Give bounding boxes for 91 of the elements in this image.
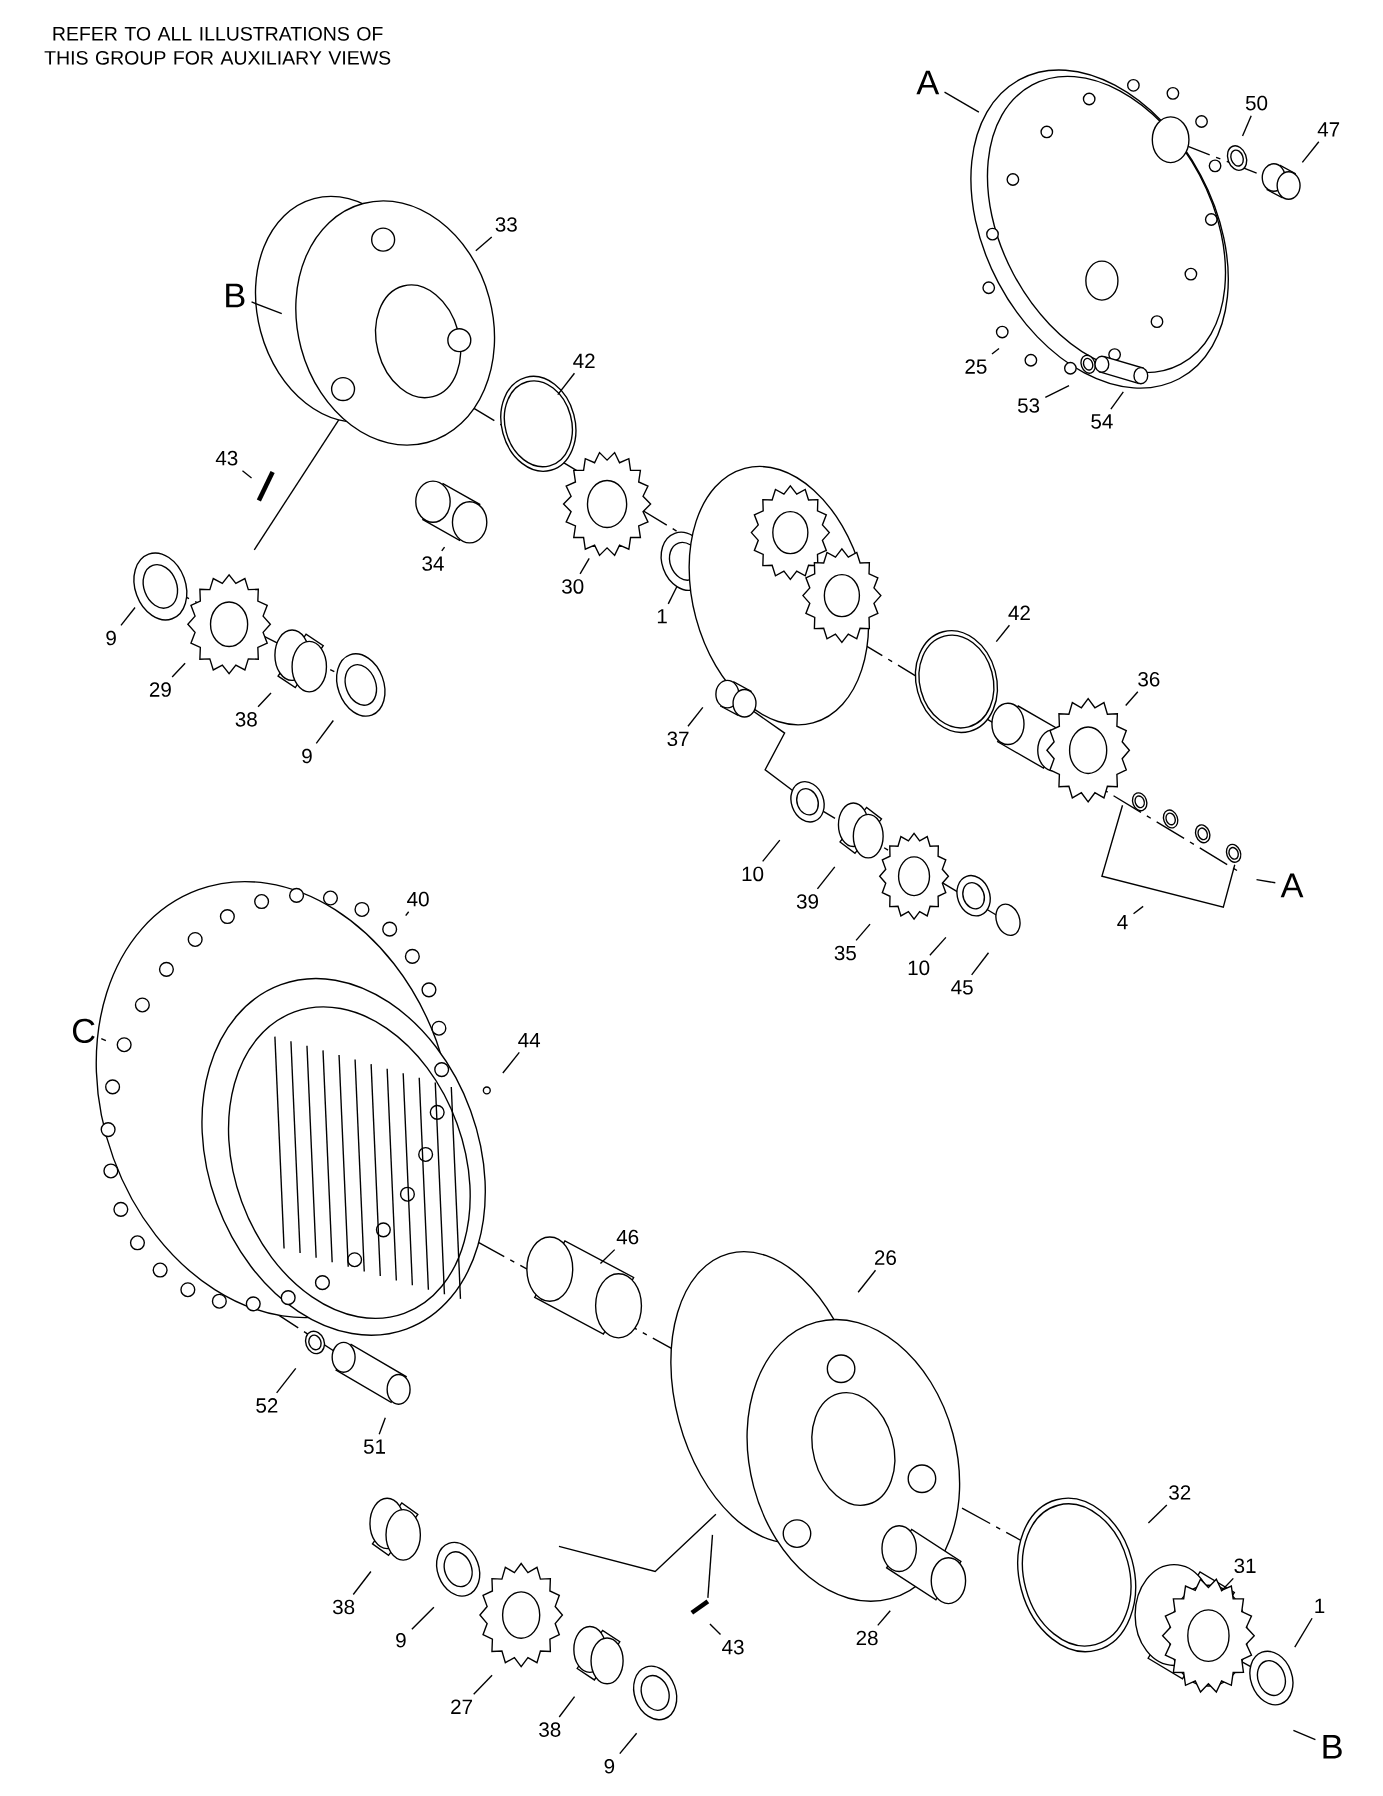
leader-line <box>1110 391 1125 410</box>
leader-line <box>171 662 187 678</box>
leader-line <box>762 839 781 863</box>
leader-line <box>502 1051 521 1074</box>
callout-number: 43 <box>216 450 238 466</box>
leader-line <box>475 236 493 252</box>
callout-letter: A <box>1280 873 1304 898</box>
note-text: REFER TO ALL ILLUSTRATIONS OF THIS GROUP FOR AUXILIARY VIEWS <box>44 26 391 65</box>
leader-line <box>315 719 335 745</box>
callout-number: 9 <box>302 748 312 764</box>
callout-number: 9 <box>396 1632 406 1648</box>
callout-letter: C <box>73 1018 95 1044</box>
callout-number: 52 <box>256 1398 278 1413</box>
callout-number: 4 <box>1117 914 1128 930</box>
callout-number: 35 <box>834 945 857 961</box>
callout-number: 29 <box>150 682 172 697</box>
leader-line <box>557 372 576 396</box>
callout-number: 36 <box>1138 671 1160 687</box>
callout-number: 1 <box>658 609 667 624</box>
leader-line <box>276 1367 297 1394</box>
callout-number: 27 <box>451 1699 473 1714</box>
leader-line <box>1125 691 1139 707</box>
callout-number: 31 <box>1234 1558 1256 1574</box>
callout-number: 38 <box>333 1599 355 1615</box>
leader-line <box>600 1248 616 1265</box>
callout-number: 38 <box>235 712 258 727</box>
leader-line <box>1220 1577 1235 1592</box>
callout-number: 45 <box>951 980 973 995</box>
leader-line <box>667 585 678 605</box>
callout-number: 54 <box>1091 414 1113 429</box>
leader-line <box>1242 114 1253 137</box>
leader-line <box>120 606 136 627</box>
leader-line <box>995 624 1011 643</box>
callout-number: 1 <box>1315 1598 1325 1613</box>
callout-letter: B <box>226 283 245 308</box>
leader-line <box>687 706 704 727</box>
callout-number: 51 <box>364 1439 386 1454</box>
callout-number: 53 <box>1018 398 1040 413</box>
callout-number: 47 <box>1317 122 1340 137</box>
callout-number: 10 <box>909 960 930 976</box>
leader-line <box>558 1695 576 1718</box>
leader-line <box>242 470 253 479</box>
leader-line <box>971 952 990 976</box>
leader-line <box>1292 1729 1317 1741</box>
callout-number: 46 <box>616 1229 639 1245</box>
leader-line <box>929 936 947 956</box>
leader-line <box>100 1038 107 1042</box>
leader-line <box>378 1417 387 1435</box>
leader-line <box>257 692 272 708</box>
callout-letter: A <box>916 70 940 95</box>
leader-line <box>441 546 446 552</box>
callout-number: 30 <box>562 579 584 594</box>
callout-number: 9 <box>106 630 117 646</box>
callout-number: 9 <box>604 1758 615 1774</box>
callout-number: 25 <box>965 359 987 374</box>
callout-number: 33 <box>495 217 518 232</box>
callout-number: 26 <box>875 1250 897 1265</box>
leader-line <box>816 866 836 890</box>
leader-line <box>619 1732 638 1755</box>
leader-line <box>251 301 283 315</box>
callout-number: 44 <box>518 1032 541 1048</box>
leader-line <box>944 91 980 113</box>
leader-line <box>709 1623 722 1636</box>
leader-line <box>352 1570 372 1596</box>
callout-number: 38 <box>539 1722 561 1737</box>
leader-line <box>855 923 871 942</box>
callout-number: 42 <box>573 353 595 368</box>
callout-number: 28 <box>856 1630 878 1646</box>
leader-line <box>1147 1504 1168 1524</box>
leader-line <box>411 1606 435 1630</box>
callout-number: 40 <box>407 891 429 907</box>
callout-number: 43 <box>722 1639 744 1655</box>
leader-line <box>1294 1617 1314 1648</box>
callout-number: 42 <box>1008 605 1031 620</box>
leader-line <box>1133 905 1145 915</box>
leader-line <box>1301 141 1320 164</box>
callout-number: 39 <box>797 894 819 909</box>
callout-number: 10 <box>742 866 764 882</box>
leader-line <box>857 1269 877 1293</box>
callout-number: 32 <box>1169 1485 1191 1500</box>
leader-line <box>405 911 410 917</box>
leader-line <box>877 1610 892 1627</box>
leader-line <box>579 557 591 575</box>
callout-letter: B <box>1323 1734 1342 1759</box>
leader-line <box>473 1674 493 1695</box>
leader-line <box>991 347 1000 355</box>
callout-number: 37 <box>667 731 689 747</box>
leader-line <box>1256 879 1277 884</box>
leader-line <box>1044 384 1070 398</box>
callout-number: 34 <box>422 556 445 571</box>
callout-number: 50 <box>1246 95 1268 111</box>
